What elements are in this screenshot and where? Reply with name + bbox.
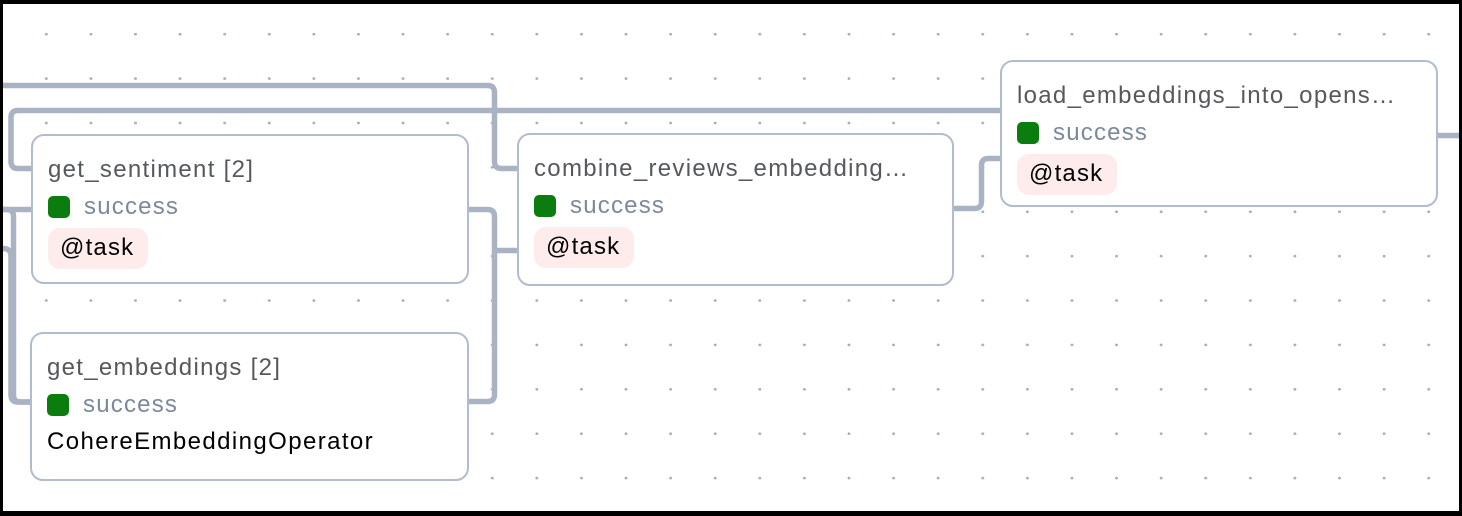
task-status-row: success	[534, 192, 937, 220]
task-title: get_embeddings [2]	[47, 354, 282, 381]
task-title: get_sentiment [2]	[48, 156, 255, 183]
operator-badge: @task	[48, 228, 149, 269]
edge-get-sentiment-get-embeddings-channel	[469, 206, 498, 405]
success-status-icon	[534, 195, 556, 217]
operator-label: CohereEmbeddingOperator	[47, 428, 375, 455]
task-node-get-embeddings[interactable]: get_embeddings [2] success CohereEmbeddi…	[30, 332, 469, 481]
task-status-row: success	[48, 193, 452, 221]
task-title: load_embeddings_into_opens…	[1017, 82, 1397, 109]
status-label: success	[1053, 119, 1149, 146]
task-node-load-embeddings-into-opensearch[interactable]: load_embeddings_into_opens… success @tas…	[1000, 60, 1438, 207]
task-title: combine_reviews_embedding…	[534, 155, 910, 182]
edge-left-to-combine	[0, 82, 517, 172]
edge-combine-to-load	[954, 155, 1001, 212]
task-status-row: success	[47, 391, 452, 419]
task-node-get-sentiment[interactable]: get_sentiment [2] success @task	[31, 134, 469, 284]
status-label: success	[570, 192, 666, 219]
task-node-combine-reviews-embeddings[interactable]: combine_reviews_embedding… success @task	[517, 133, 954, 286]
operator-badge: @task	[534, 227, 635, 268]
status-label: success	[84, 193, 180, 220]
success-status-icon	[48, 196, 70, 218]
success-status-icon	[47, 394, 69, 416]
edge-left-bend-to-get-embeddings	[0, 245, 32, 405]
operator-badge: @task	[1017, 154, 1118, 195]
success-status-icon	[1017, 122, 1039, 144]
edge-get-sentiment-to-load	[8, 107, 1000, 172]
task-status-row: success	[1017, 119, 1421, 147]
status-label: success	[83, 391, 179, 418]
edge-left-down-to-get-embeddings	[0, 206, 32, 405]
